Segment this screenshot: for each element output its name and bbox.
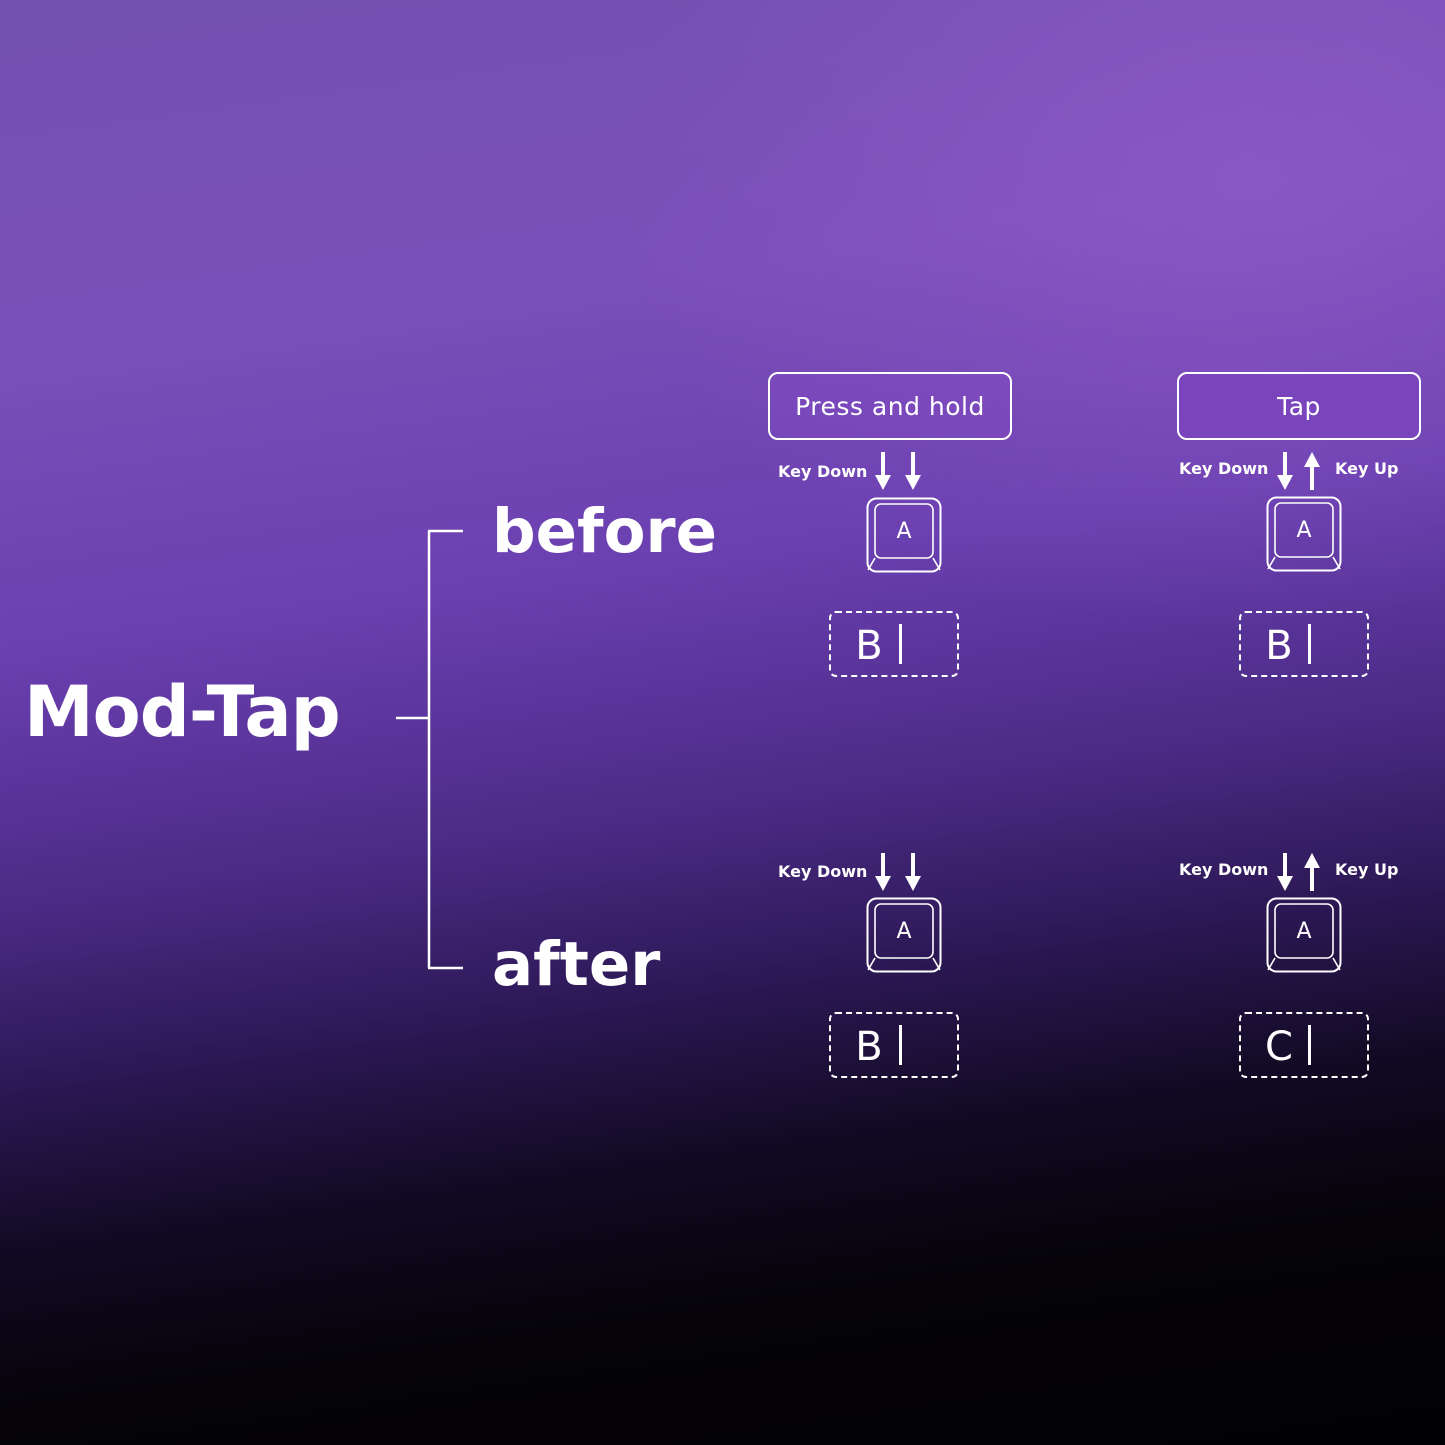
arrow-down-icon <box>1277 853 1293 891</box>
text-caret-icon <box>1308 1025 1311 1065</box>
arrow-down-icon <box>875 853 891 891</box>
tap-header: Tap <box>1177 372 1421 440</box>
keycap-icon <box>1266 496 1342 572</box>
arrow-up-icon <box>1304 452 1320 490</box>
key-up-label: Key Up <box>1335 459 1399 478</box>
output-letter: B <box>855 1024 883 1070</box>
keycap-icon <box>866 497 942 573</box>
tap-label: Tap <box>1277 391 1321 421</box>
text-caret-icon <box>1308 624 1311 664</box>
page-title: Mod-Tap <box>24 671 341 753</box>
output-letter: C <box>1265 1024 1293 1070</box>
press-and-hold-label: Press and hold <box>795 391 985 421</box>
key-down-label: Key Down <box>1179 860 1269 879</box>
keycap-icon <box>1266 897 1342 973</box>
output-letter: B <box>855 623 883 669</box>
key-down-label: Key Down <box>778 462 868 481</box>
key-letter: A <box>896 519 912 544</box>
output-box <box>829 1012 959 1078</box>
key-letter: A <box>1296 919 1312 944</box>
arrow-down-icon <box>905 452 921 490</box>
key-down-label: Key Down <box>778 862 868 881</box>
key-up-label: Key Up <box>1335 860 1399 879</box>
key-letter: A <box>896 919 912 944</box>
output-letter: B <box>1265 623 1293 669</box>
keycap-icon <box>866 897 942 973</box>
text-caret-icon <box>899 624 902 664</box>
text-caret-icon <box>899 1025 902 1065</box>
arrow-up-icon <box>1304 853 1320 891</box>
arrow-down-icon <box>1277 452 1293 490</box>
key-letter: A <box>1296 518 1312 543</box>
branch-before-label: before <box>492 496 717 567</box>
output-box <box>1239 611 1369 677</box>
output-box <box>829 611 959 677</box>
press-and-hold-header: Press and hold <box>768 372 1012 440</box>
arrow-down-icon <box>905 853 921 891</box>
tree-connector <box>396 529 463 970</box>
output-box <box>1239 1012 1369 1078</box>
arrow-down-icon <box>875 452 891 490</box>
branch-after-label: after <box>492 929 661 1000</box>
key-down-label: Key Down <box>1179 459 1269 478</box>
